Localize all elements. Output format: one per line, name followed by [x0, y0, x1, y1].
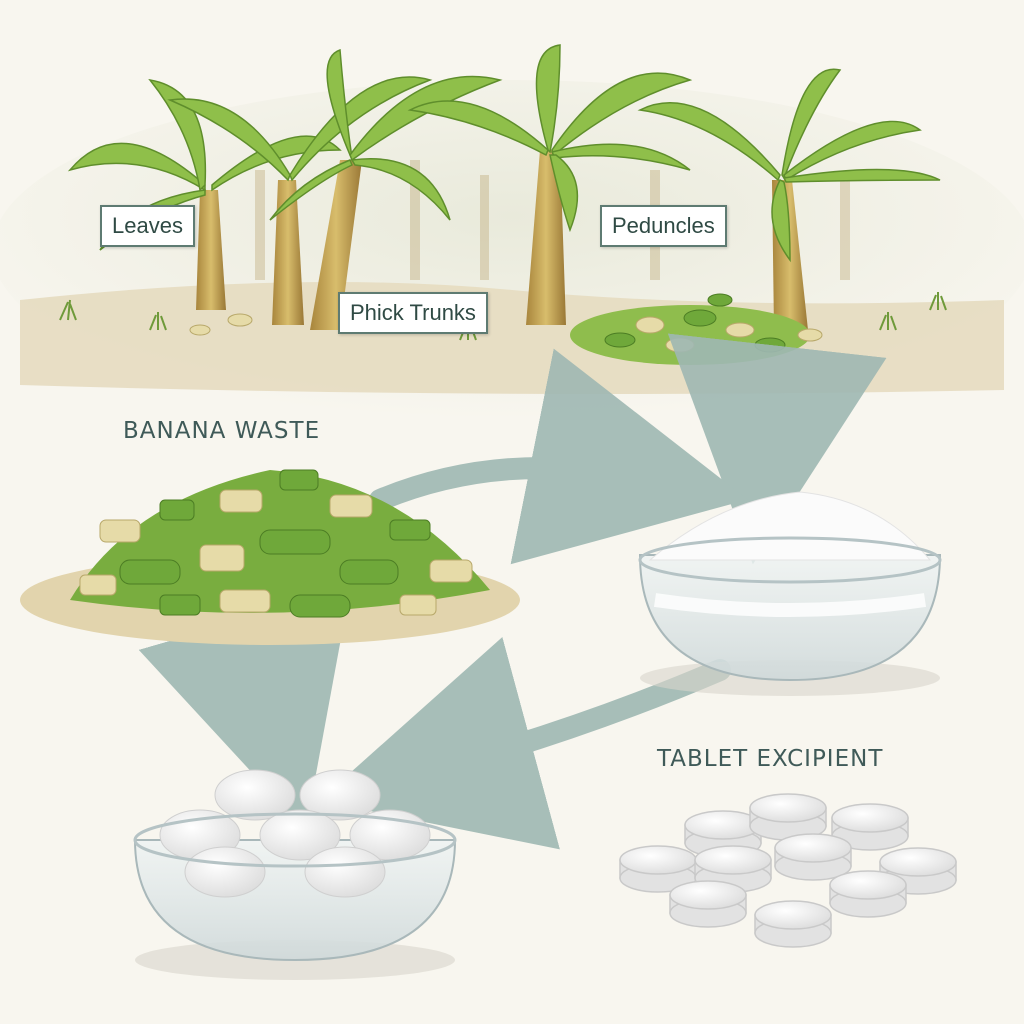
arrow-waste-to-tablets [138, 588, 351, 831]
banana-leaves [67, 44, 941, 263]
trunks-label: Phick Trunks [338, 292, 488, 334]
waste-chips [79, 469, 473, 618]
grass [59, 292, 947, 341]
banana-waste-pile [20, 469, 520, 645]
tablet [774, 833, 852, 881]
banana-waste-title: BANANA WASTE [123, 418, 321, 444]
tablet-excipient-title: TABLET EXCIPIENT [657, 746, 884, 772]
powder-bowl [638, 491, 942, 696]
powder-mound [648, 491, 932, 561]
tablet [879, 847, 957, 895]
tablet [749, 793, 827, 841]
leaves-label: Leaves [100, 205, 195, 247]
tablet [694, 845, 772, 893]
tablet [684, 810, 762, 858]
tablet [831, 803, 909, 851]
peduncles-label: Peduncles [600, 205, 727, 247]
bowl-tablets [159, 769, 431, 898]
arrow-field-to-powder [667, 333, 887, 565]
tablet [669, 880, 747, 928]
tablet [754, 900, 832, 948]
tablet-bowl [133, 769, 457, 980]
tablet [829, 870, 907, 918]
arrow-waste-to-powder [369, 348, 748, 565]
loose-tablets [619, 793, 957, 948]
